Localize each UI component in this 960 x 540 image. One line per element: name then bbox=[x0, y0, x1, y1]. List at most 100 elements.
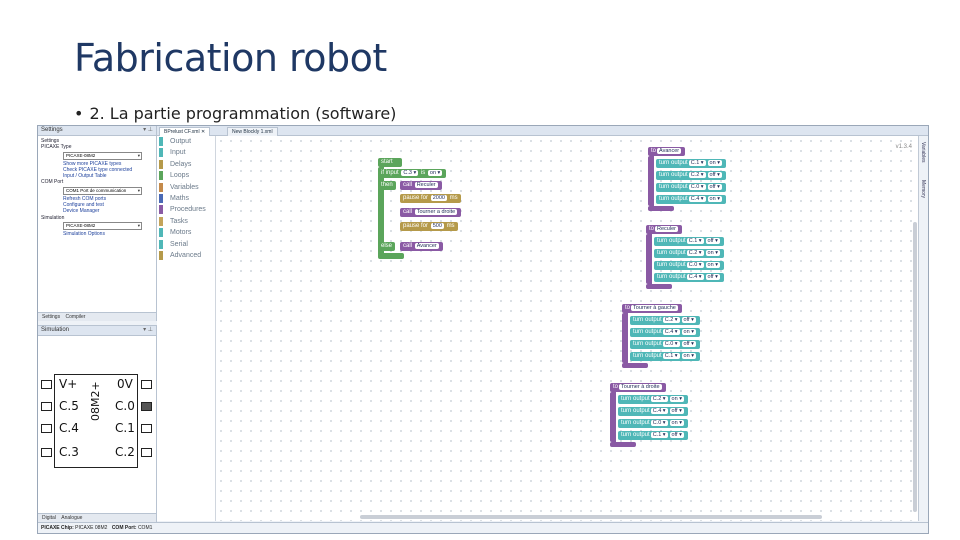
output-state-dropdown[interactable]: on ▾ bbox=[707, 196, 722, 202]
pin-0v[interactable] bbox=[141, 380, 152, 389]
procedure-name-input[interactable]: Tourner à gauche bbox=[631, 305, 678, 311]
pause-value-input[interactable]: 2000 bbox=[430, 195, 447, 201]
tab-analogue[interactable]: Analogue bbox=[61, 515, 83, 521]
workspace-horizontal-scrollbar[interactable] bbox=[360, 515, 822, 519]
pin-c5[interactable] bbox=[41, 402, 52, 411]
workspace-vertical-scrollbar[interactable] bbox=[913, 222, 917, 512]
output-state-dropdown[interactable]: on ▾ bbox=[681, 353, 696, 359]
output-state-dropdown[interactable]: off ▾ bbox=[705, 238, 720, 244]
settings-tree-link[interactable]: Input / Output Table bbox=[63, 173, 107, 180]
output-state-dropdown[interactable]: on ▾ bbox=[705, 262, 720, 268]
settings-combo[interactable]: PICAXE-08M2▾ bbox=[63, 221, 142, 230]
category-input[interactable]: Input bbox=[157, 147, 215, 158]
category-variables[interactable]: Variables bbox=[157, 182, 215, 193]
settings-tree-link[interactable]: Configure and test bbox=[63, 202, 104, 209]
output-state-dropdown[interactable]: on ▾ bbox=[705, 250, 720, 256]
settings-tree-link[interactable]: Show more PICAXE types bbox=[63, 160, 122, 167]
output-state-dropdown[interactable]: off ▾ bbox=[707, 184, 722, 190]
output-pin-dropdown[interactable]: C.0 ▾ bbox=[688, 184, 706, 190]
output-state-dropdown[interactable]: off ▾ bbox=[669, 432, 684, 438]
tab-editor-2[interactable]: New Blockly 1.xml bbox=[227, 127, 278, 136]
tab-compiler[interactable]: Compiler bbox=[65, 314, 86, 320]
output-state-dropdown[interactable]: off ▾ bbox=[669, 408, 684, 414]
output-pin-dropdown[interactable]: C.1 ▾ bbox=[650, 432, 668, 438]
output-pin-dropdown[interactable]: C.4 ▾ bbox=[688, 196, 706, 202]
pin-c4[interactable] bbox=[41, 424, 52, 433]
output-pin-dropdown[interactable]: C.2 ▾ bbox=[686, 250, 704, 256]
pin-vplus[interactable] bbox=[41, 380, 52, 389]
tab-settings[interactable]: Settings bbox=[42, 314, 61, 320]
close-icon[interactable]: ✕ bbox=[200, 129, 206, 135]
output-state-dropdown[interactable]: on ▾ bbox=[681, 329, 696, 335]
output-pin-dropdown[interactable]: C.2 ▾ bbox=[688, 172, 706, 178]
tab-editor-1[interactable]: BPrelust CF.xml ✕ bbox=[159, 127, 211, 136]
category-maths[interactable]: Maths bbox=[157, 193, 215, 204]
output-state-dropdown[interactable]: off ▾ bbox=[681, 341, 696, 347]
procedure-name-input[interactable]: Reculer bbox=[655, 226, 678, 232]
output-state-dropdown[interactable]: off ▾ bbox=[681, 317, 696, 323]
category-tasks[interactable]: Tasks bbox=[157, 216, 215, 227]
chevron-down-icon[interactable]: ▾ bbox=[137, 222, 140, 228]
output-state-dropdown[interactable]: on ▾ bbox=[669, 396, 684, 402]
pause-block-2[interactable]: pause for 500 ms bbox=[400, 222, 458, 231]
settings-tree-link[interactable]: Simulation Options bbox=[63, 230, 105, 237]
call-reculer-block[interactable]: call Reculer bbox=[400, 181, 442, 190]
pin-icon[interactable]: ▾ ⊥ bbox=[143, 127, 153, 133]
output-pin-dropdown[interactable]: C.4 ▾ bbox=[662, 329, 680, 335]
output-pin-dropdown[interactable]: C.0 ▾ bbox=[650, 420, 668, 426]
output-pin-dropdown[interactable]: C.1 ▾ bbox=[688, 160, 706, 166]
pin-c1[interactable] bbox=[141, 424, 152, 433]
output-pin-dropdown[interactable]: C.1 ▾ bbox=[686, 238, 704, 244]
pin-c3[interactable] bbox=[41, 448, 52, 457]
settings-combo[interactable]: COM1 Port de communication▾ bbox=[63, 186, 142, 195]
category-output[interactable]: Output bbox=[157, 136, 215, 147]
start-block[interactable]: start bbox=[378, 158, 402, 167]
output-pin-dropdown[interactable]: C.2 ▾ bbox=[662, 317, 680, 323]
side-tab-variables[interactable]: Variables bbox=[920, 142, 926, 163]
output-pin-dropdown[interactable]: C.4 ▾ bbox=[686, 274, 704, 280]
output-pin-dropdown[interactable]: C.4 ▾ bbox=[650, 408, 668, 414]
settings-tree-link[interactable]: Check PICAXE type connected bbox=[63, 166, 133, 173]
pin-c0[interactable] bbox=[141, 402, 152, 411]
pause-block-1[interactable]: pause for 2000 ms bbox=[400, 194, 461, 203]
procedure-name-input[interactable]: Tourner à droite bbox=[619, 384, 662, 390]
settings-combo[interactable]: PICAXE-08M2▾ bbox=[63, 151, 142, 160]
output-pin-dropdown[interactable]: C.0 ▾ bbox=[662, 341, 680, 347]
output-pin-dropdown[interactable]: C.1 ▾ bbox=[662, 353, 680, 359]
category-loops[interactable]: Loops bbox=[157, 170, 215, 181]
settings-tree-link[interactable]: Refresh COM ports bbox=[63, 195, 107, 202]
call-avancer-block[interactable]: call Avancer bbox=[400, 242, 443, 251]
chevron-down-icon[interactable]: ▾ bbox=[137, 152, 140, 158]
if-pin-dropdown[interactable]: C.3 ▾ bbox=[401, 170, 419, 176]
call-tourner-droite-block[interactable]: call Tourner a droite bbox=[400, 208, 462, 217]
output-state-dropdown[interactable]: off ▾ bbox=[705, 274, 720, 280]
category-motors[interactable]: Motors bbox=[157, 227, 215, 238]
pause-value-input[interactable]: 500 bbox=[430, 223, 444, 229]
category-procedures[interactable]: Procedures bbox=[157, 204, 215, 215]
pin-icon[interactable]: ▾ ⊥ bbox=[143, 327, 153, 333]
output-state-dropdown[interactable]: on ▾ bbox=[669, 420, 684, 426]
pin-c2[interactable] bbox=[141, 448, 152, 457]
settings-tree-link[interactable]: Device Manager bbox=[63, 208, 100, 215]
category-serial[interactable]: Serial bbox=[157, 239, 215, 250]
output-state-dropdown[interactable]: on ▾ bbox=[707, 160, 722, 166]
